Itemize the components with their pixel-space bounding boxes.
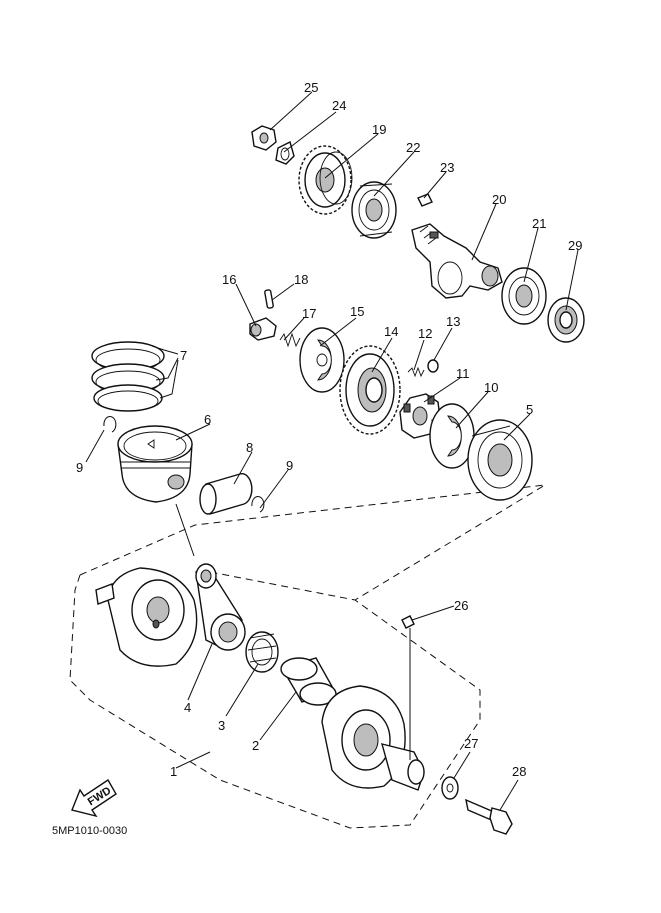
callout-27: 27 (464, 736, 478, 751)
callout-9-left: 9 (76, 460, 83, 475)
crank-pin-2 (280, 657, 337, 706)
lock-washer-24 (275, 140, 295, 165)
callout-21: 21 (532, 216, 546, 231)
pin-16 (249, 317, 277, 341)
callout-29: 29 (568, 238, 582, 253)
crank-wheel-right (321, 685, 425, 791)
callout-5: 5 (526, 402, 533, 417)
piston-pin-8 (199, 472, 253, 515)
balancer-drive-gear-19 (298, 145, 353, 215)
oil-seal-29 (547, 297, 585, 343)
needle-bearing-3 (245, 631, 279, 673)
callout-15: 15 (350, 304, 364, 319)
callout-7: 7 (180, 348, 187, 363)
callout-26: 26 (454, 598, 468, 613)
washer-27 (441, 776, 459, 800)
plate-15 (299, 327, 345, 393)
callout-24: 24 (332, 98, 346, 113)
fwd-arrow-icon: FWD (71, 779, 117, 818)
leader-lines (85, 91, 579, 811)
callout-23: 23 (440, 160, 454, 175)
callout-8: 8 (246, 440, 253, 455)
callout-labels: 25 24 19 22 23 20 21 29 16 18 17 15 14 1… (76, 80, 582, 779)
callout-12: 12 (418, 326, 432, 341)
callout-3: 3 (218, 718, 225, 733)
key-23 (417, 193, 433, 207)
piston-6 (117, 425, 193, 503)
callout-9-right: 9 (286, 458, 293, 473)
callout-19: 19 (372, 122, 386, 137)
callout-17: 17 (302, 306, 316, 321)
diagram-code: 5MP1010-0030 (52, 825, 127, 837)
bolt-28 (465, 798, 513, 835)
callout-10: 10 (484, 380, 498, 395)
spring-17 (279, 332, 301, 348)
callout-25: 25 (304, 80, 318, 95)
callout-6: 6 (204, 412, 211, 427)
callout-4: 4 (184, 700, 191, 715)
circlip-9-left (103, 416, 117, 433)
callout-16: 16 (222, 272, 236, 287)
spring-12 (407, 366, 425, 378)
crank-assembly-boundary (69, 484, 546, 829)
nut-25 (251, 125, 277, 151)
balancer-shaft-20 (411, 223, 503, 299)
callout-20: 20 (492, 192, 506, 207)
crank-wheel-left (95, 567, 198, 667)
stopper-13 (427, 359, 439, 373)
callout-22: 22 (406, 140, 420, 155)
pin-18 (264, 289, 274, 309)
circlip-9-right (251, 496, 265, 513)
connecting-rod-4 (195, 563, 246, 651)
callout-1: 1 (170, 764, 177, 779)
bearing-21 (501, 267, 547, 325)
callout-11: 11 (456, 366, 470, 381)
callout-2: 2 (252, 738, 259, 753)
callout-14: 14 (384, 324, 398, 339)
bearing-22 (351, 181, 397, 239)
buffer-gear-14 (339, 345, 401, 435)
key-26 (401, 615, 415, 629)
callout-13: 13 (446, 314, 460, 329)
bearing-5 (467, 419, 533, 501)
callout-18: 18 (294, 272, 308, 287)
piston-ring-set-7 (91, 341, 165, 412)
callout-28: 28 (512, 764, 526, 779)
